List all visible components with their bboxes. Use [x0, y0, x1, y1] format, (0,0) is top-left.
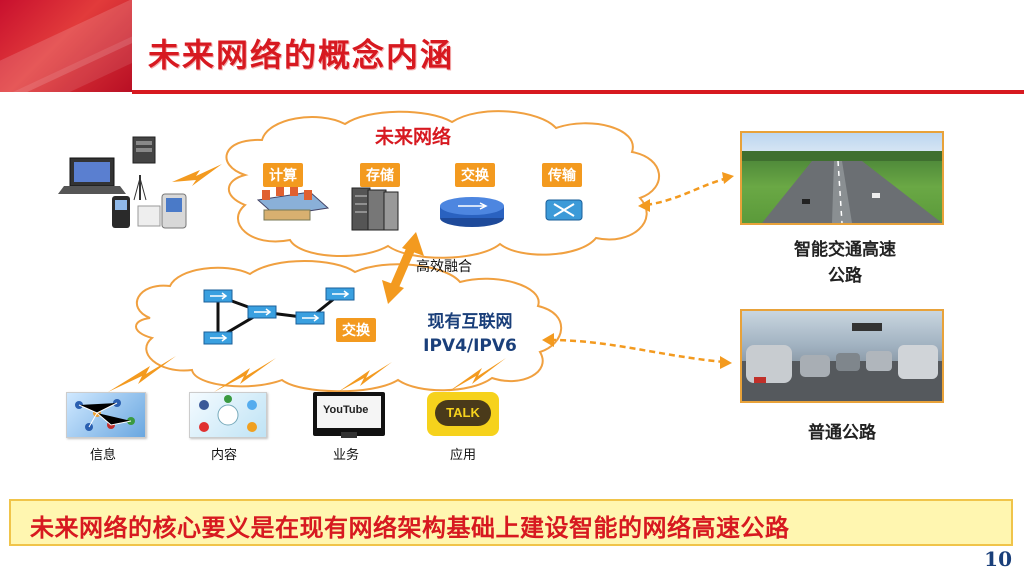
terminal-devices-icon	[58, 136, 187, 229]
traffic-scene	[742, 323, 942, 401]
tag-compute: 计算	[263, 163, 303, 187]
tv-stand	[341, 432, 357, 438]
youtube-screen: YouTube	[317, 396, 381, 428]
service-label-business: 业务	[333, 448, 360, 463]
normal-road-image	[740, 309, 944, 403]
fusion-label: 高效融合	[416, 259, 472, 275]
smart-highway-image	[740, 131, 944, 225]
social-apps-icon	[199, 395, 257, 432]
talk-logo: TALK	[435, 400, 491, 426]
people-network-icon	[75, 399, 135, 431]
future-network-cloud	[225, 110, 660, 259]
fusion-arrow	[382, 232, 424, 304]
summary-banner	[9, 499, 1013, 546]
current-internet-label: 现有互联网 IPV4/IPV6	[400, 310, 540, 358]
smart-highway-label-line1: 智能交通高速	[794, 240, 896, 260]
content-thumbnail	[189, 392, 267, 438]
normal-link-arrowhead-right	[720, 356, 732, 369]
wireless-bolts-services	[108, 356, 506, 392]
switch-nodes	[203, 287, 355, 345]
highway-scene	[742, 151, 942, 223]
normal-road-link	[549, 338, 725, 364]
compute-icon	[256, 186, 330, 221]
page-number: 10	[984, 547, 1012, 571]
page-title: 未来网络的概念内涵	[148, 36, 455, 74]
business-thumbnail: YouTube	[313, 392, 385, 438]
smart-highway-label-line2: 公路	[828, 266, 862, 286]
normal-link-arrowhead-left	[542, 333, 554, 347]
summary-text: 未来网络的核心要义是在现有网络架构基础上建设智能的网络高速公路	[30, 514, 790, 542]
header-rule	[132, 90, 1024, 94]
smart-road-link	[645, 176, 729, 207]
smart-link-arrowhead-left	[638, 199, 650, 212]
current-internet-protocols: IPV4/IPV6	[423, 336, 517, 356]
service-label-information: 信息	[90, 448, 117, 463]
smart-highway-label: 智能交通高速 公路	[780, 237, 910, 289]
application-thumbnail: TALK	[427, 392, 499, 436]
wireless-bolt-devices	[172, 164, 222, 186]
information-thumbnail	[66, 392, 146, 438]
switch-router-icon	[440, 197, 504, 227]
current-internet-name: 现有互联网	[427, 312, 513, 332]
smart-link-arrowhead-right	[722, 172, 734, 184]
service-label-application: 应用	[450, 448, 477, 463]
tag-switching: 交换	[455, 163, 495, 187]
future-network-label: 未来网络	[375, 126, 452, 148]
service-label-content: 内容	[211, 448, 238, 463]
tag-current-switching: 交换	[336, 318, 376, 342]
tag-transmission: 传输	[542, 163, 582, 187]
youtube-logo: YouTube	[323, 404, 369, 416]
transmission-icon	[545, 199, 583, 221]
storage-icon	[351, 187, 399, 231]
normal-road-label: 普通公路	[808, 423, 876, 443]
header-accent	[0, 0, 132, 92]
tag-storage: 存储	[360, 163, 400, 187]
